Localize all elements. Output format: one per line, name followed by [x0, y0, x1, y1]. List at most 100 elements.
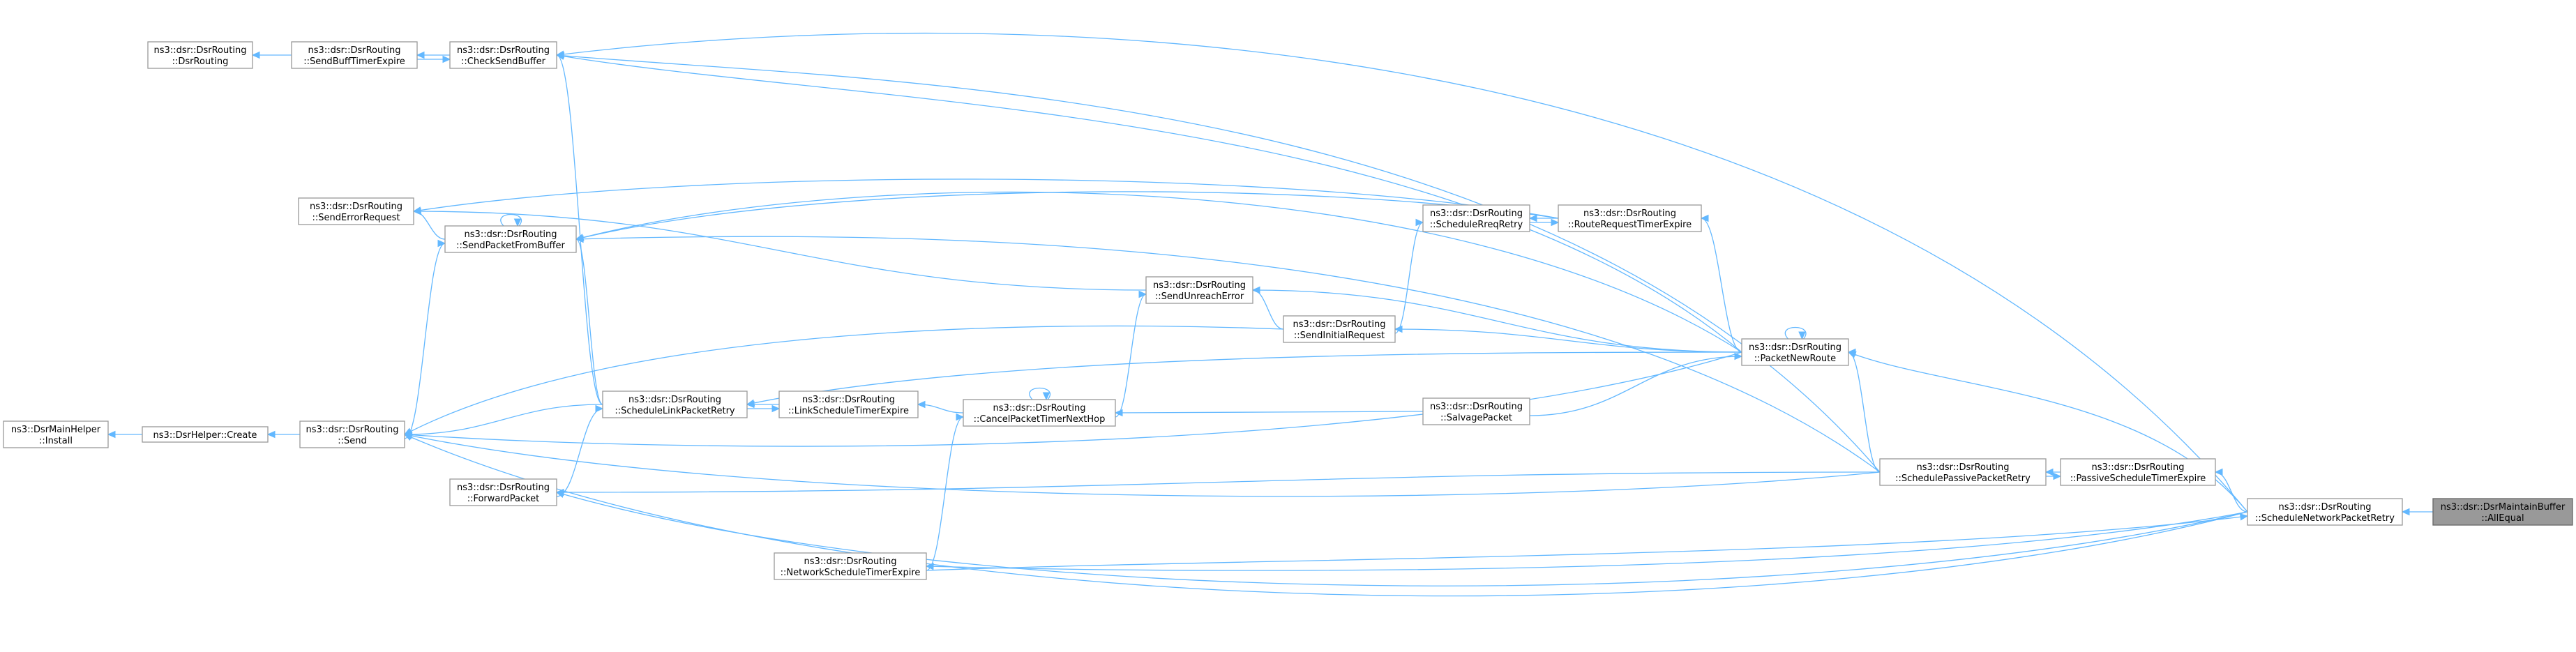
edge-arrowhead	[437, 239, 446, 248]
edge-arrowhead	[575, 235, 584, 243]
edge-schedulenetworkpacketretry-to-packetnewroute	[1847, 351, 2248, 513]
edge-packetnewroute-to-checksendbuffer	[555, 52, 1742, 353]
edge-line	[556, 408, 603, 497]
edge-line	[575, 191, 1742, 353]
edge-sendinitialrequest-to-send	[403, 325, 1284, 435]
node-box	[3, 420, 109, 448]
node-label: ::PacketNewRoute	[1754, 354, 1836, 364]
edge-packetnewroute-to-routerequesttimerexpire	[1700, 214, 1742, 353]
node-label: ns3::dsr::DsrRouting	[310, 202, 402, 212]
node-schedulenetworkpacketretry[interactable]: ns3::dsr::DsrRouting::ScheduleNetworkPac…	[2247, 498, 2403, 526]
edge-arrowhead	[771, 404, 781, 413]
node-schedulerreqretry[interactable]: ns3::dsr::DsrRouting::ScheduleRreqRetry	[1422, 204, 1530, 232]
node-box	[147, 41, 253, 69]
node-label: ns3::dsr::DsrRouting	[465, 229, 557, 240]
edge-line	[1029, 387, 1050, 400]
edge-arrowhead	[917, 400, 926, 409]
node-box	[1283, 315, 1396, 343]
edge-line	[1115, 294, 1147, 418]
edge-arrowhead	[442, 55, 451, 63]
node-label: ns3::dsr::DsrRouting	[1917, 462, 2010, 473]
edge-line	[556, 492, 2248, 586]
node-box	[774, 552, 927, 580]
node-dsrrouting-ctor[interactable]: ns3::dsr::DsrRouting::DsrRouting	[147, 41, 253, 69]
node-label: ns3::dsr::DsrRouting	[457, 45, 550, 56]
edge-schedulelinkpacketretry-to-send	[403, 404, 603, 439]
edge-line	[746, 351, 1742, 405]
node-routerequesttimerexpire[interactable]: ns3::dsr::DsrRouting::RouteRequestTimerE…	[1558, 204, 1702, 232]
edge-arrowhead	[1114, 409, 1123, 417]
edge-packetnewroute-to-packetnewroute	[1784, 326, 1807, 340]
edge-cancelpackettimernexthop-to-sendunreacherror	[1115, 290, 1147, 418]
node-label: ns3::dsr::DsrRouting	[993, 403, 1086, 414]
node-cancelpackettimernexthop[interactable]: ns3::dsr::DsrRouting::CancelPacketTimerN…	[963, 399, 1116, 427]
node-label: ns3::dsr::DsrRouting	[1430, 402, 1523, 412]
node-box	[1422, 397, 1530, 425]
node-dsrmainhelper-install[interactable]: ns3::DsrMainHelper::Install	[3, 420, 109, 448]
node-alleequal[interactable]: ns3::dsr::DsrMaintainBuffer::AllEqual	[2432, 498, 2573, 526]
node-schedulelinkpacketretry[interactable]: ns3::dsr::DsrRouting::ScheduleLinkPacket…	[602, 391, 748, 418]
node-schedulepassivepacketretry[interactable]: ns3::dsr::DsrRouting::SchedulePassivePac…	[1879, 458, 2047, 486]
edge-arrowhead	[595, 404, 604, 413]
edge-line	[926, 416, 964, 571]
node-checksendbuffer[interactable]: ns3::dsr::DsrRouting::CheckSendBuffer	[449, 41, 557, 69]
node-box	[778, 391, 919, 418]
node-box	[602, 391, 748, 418]
node-label: ::DsrRouting	[172, 56, 229, 67]
edge-line	[1394, 328, 1742, 353]
edge-alleequal-to-schedulenetworkpacketretry	[2401, 508, 2433, 516]
node-send[interactable]: ns3::dsr::DsrRouting::Send	[299, 420, 405, 448]
node-packetnewroute[interactable]: ns3::dsr::DsrRouting::PacketNewRoute	[1741, 338, 1849, 366]
node-label: ns3::dsr::DsrRouting	[1153, 280, 1246, 291]
edge-arrowhead	[1798, 331, 1806, 340]
node-box	[2247, 498, 2403, 526]
node-dsrhelper-create[interactable]: ns3::DsrHelper::Create	[142, 426, 269, 443]
edge-line	[556, 32, 2248, 513]
edge-packetnewroute-to-sendinitialrequest	[1394, 325, 1742, 353]
edge-line	[575, 236, 1881, 473]
node-senderrorrequest[interactable]: ns3::dsr::DsrRouting::SendErrorRequest	[298, 197, 414, 225]
edge-arrowhead	[412, 206, 422, 214]
node-linkscheduletimerexpire[interactable]: ns3::dsr::DsrRouting::LinkScheduleTimerE…	[778, 391, 919, 418]
edge-line	[1784, 326, 1807, 340]
node-box	[1558, 204, 1702, 232]
node-label: ::AllEqual	[2481, 513, 2524, 524]
edge-arrowhead	[1528, 214, 1537, 222]
node-label: ::SendUnreachError	[1155, 291, 1244, 302]
edge-line	[404, 434, 1881, 497]
node-sendpacketfrombuffer[interactable]: ns3::dsr::DsrRouting::SendPacketFromBuff…	[444, 225, 577, 253]
edge-arrowhead	[1415, 218, 1424, 227]
node-label: ns3::dsr::DsrRouting	[1293, 319, 1386, 330]
node-label: ::Send	[338, 436, 367, 446]
node-label: ns3::dsr::DsrRouting	[802, 395, 895, 405]
edge-arrowhead	[2214, 468, 2223, 476]
node-passivescheduletimerexpire[interactable]: ns3::dsr::DsrRouting::PassiveScheduleTim…	[2060, 458, 2216, 486]
edge-line	[404, 434, 2248, 597]
edge-send-to-sendpacketfrombuffer	[404, 239, 446, 439]
node-sendinitialrequest[interactable]: ns3::dsr::DsrRouting::SendInitialRequest	[1283, 315, 1396, 343]
edge-line	[404, 325, 1284, 435]
node-box	[291, 41, 418, 69]
edge-line	[413, 211, 446, 240]
edge-line	[1529, 356, 1742, 416]
node-forwardpacket[interactable]: ns3::dsr::DsrRouting::ForwardPacket	[449, 478, 557, 506]
node-label: ns3::dsr::DsrRouting	[804, 556, 897, 567]
edge-line	[556, 54, 1881, 473]
edge-arrowhead	[416, 51, 425, 59]
edge-packetnewroute-to-sendunreacherror	[1251, 286, 1742, 353]
node-label: ::SendPacketFromBuffer	[456, 241, 565, 251]
node-sendbufftimerexpire[interactable]: ns3::dsr::DsrRouting::SendBuffTimerExpir…	[291, 41, 418, 69]
node-networkscheduletimerexpire[interactable]: ns3::dsr::DsrRouting::NetworkScheduleTim…	[774, 552, 927, 580]
edge-line	[404, 243, 446, 439]
node-salvagepacket[interactable]: ns3::dsr::DsrRouting::SalvagePacket	[1422, 397, 1530, 425]
node-sendunreacherror[interactable]: ns3::dsr::DsrRouting::SendUnreachError	[1145, 276, 1253, 304]
node-label: ns3::DsrMainHelper	[11, 425, 101, 435]
edge-arrowhead	[1551, 218, 1560, 227]
node-label: ns3::dsr::DsrRouting	[306, 425, 399, 435]
edge-line	[404, 404, 603, 435]
node-label: ::RouteRequestTimerExpire	[1568, 220, 1692, 230]
node-label: ::SendErrorRequest	[312, 213, 400, 223]
call-edges	[107, 32, 2433, 597]
node-label: ::PassiveScheduleTimerExpire	[2070, 473, 2206, 484]
edge-salvagepacket-to-packetnewroute	[1529, 352, 1743, 416]
